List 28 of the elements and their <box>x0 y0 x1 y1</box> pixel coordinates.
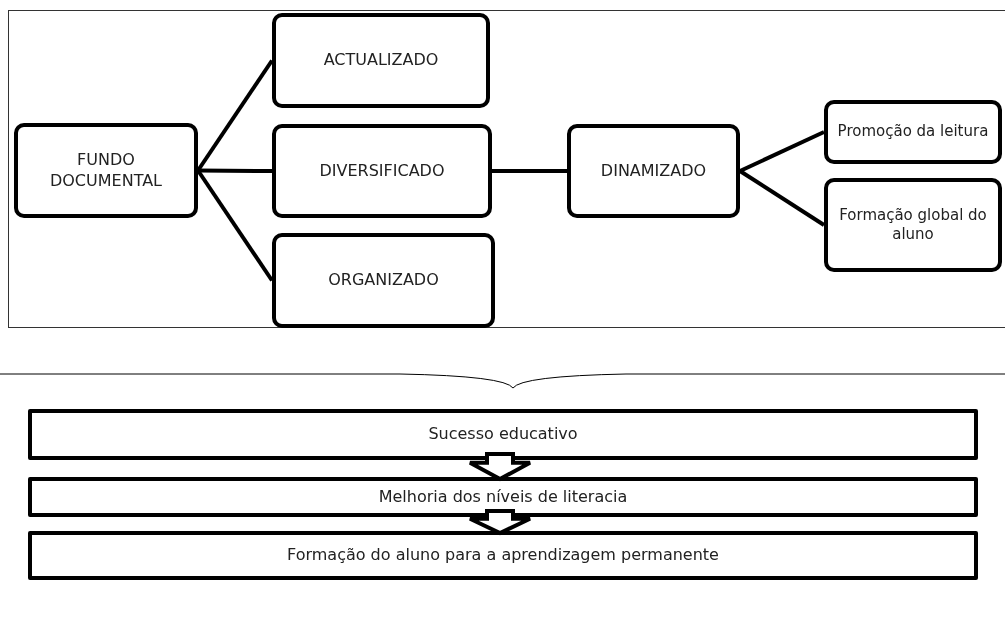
box-label: FUNDO DOCUMENTAL <box>48 149 164 192</box>
text-box <box>567 124 740 218</box>
text-box <box>28 477 978 517</box>
box-label: Melhoria dos níveis de literacia <box>378 486 628 508</box>
connector-line <box>196 169 274 282</box>
text-box <box>28 531 978 580</box>
connector-line <box>739 130 825 173</box>
text-box <box>272 233 495 328</box>
text-box <box>824 100 1002 164</box>
text-box <box>272 124 492 218</box>
connector-line <box>492 169 567 173</box>
connector-line <box>738 169 826 227</box>
text-box <box>272 13 490 108</box>
box-label: ORGANIZADO <box>328 270 439 291</box>
box-label: Sucesso educativo <box>428 424 578 445</box>
block-arrow <box>468 452 532 482</box>
box-label: Promoção da leitura <box>837 122 989 142</box>
text-box <box>824 178 1002 272</box>
connector-line <box>198 168 272 173</box>
box-label: Formação do aluno para a aprendizagem permanente <box>287 545 719 566</box>
box-label: DIVERSIFICADO <box>319 160 445 182</box>
box-label: ACTUALIZADO <box>323 50 439 71</box>
box-label: Formação global do aluno <box>838 205 988 245</box>
block-arrow <box>468 509 532 536</box>
text-box <box>14 123 198 218</box>
text-box <box>28 409 978 460</box>
connector-line <box>196 59 274 172</box>
box-label: DINAMIZADO <box>600 160 707 182</box>
